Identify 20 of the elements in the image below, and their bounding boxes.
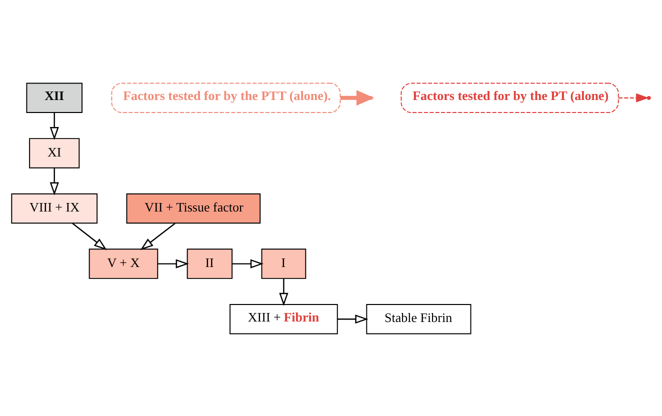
node-box: XI — [29, 138, 80, 168]
node-box: II — [186, 248, 233, 278]
arrow — [232, 258, 264, 268]
arrow — [279, 278, 288, 306]
node-box: Factors tested for by the PT (alone) — [400, 82, 619, 113]
arrow — [158, 258, 189, 268]
node-box: XIII + Fibrin — [230, 303, 338, 334]
node-box: V + X — [88, 248, 158, 278]
node-box: I — [261, 248, 306, 278]
node-box: XII — [26, 82, 82, 113]
node-box: VII + Tissue factor — [126, 192, 261, 224]
node-box: Factors tested for by the PTT (alone). — [111, 82, 341, 113]
arrow — [618, 92, 649, 102]
arrow — [50, 168, 59, 195]
arrow — [338, 314, 368, 324]
arrow — [72, 222, 107, 250]
node-box: VIII + IX — [11, 192, 98, 224]
arrow — [50, 112, 59, 140]
arrow — [140, 222, 176, 250]
node-box: Stable Fibrin — [366, 303, 472, 334]
